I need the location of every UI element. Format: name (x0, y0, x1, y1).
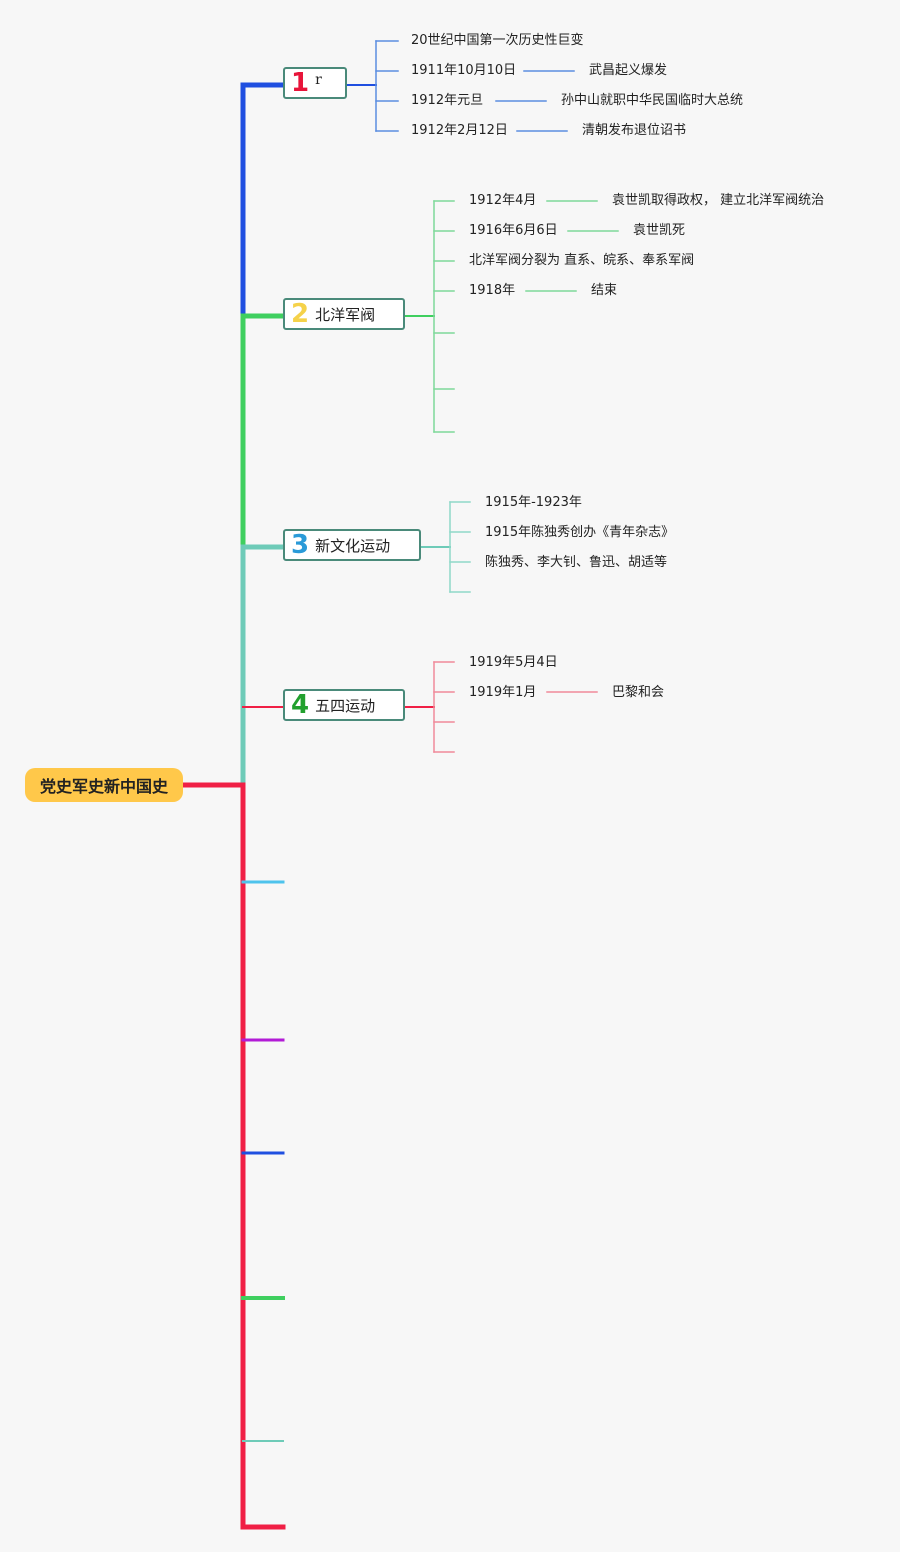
topic-1-leaf-4-detail[interactable]: 清朝发布退位诏书 (582, 123, 687, 138)
topic-4-leaf-2-date[interactable]: 1919年1月 (469, 685, 537, 700)
topic-3-label: 新文化运动 (315, 536, 391, 555)
topic-1-leaf-3-detail[interactable]: 孙中山就职中华民国临时大总统 (561, 93, 744, 108)
topic-1-leaf-3-date[interactable]: 1912年元旦 (411, 93, 484, 108)
topic-4-node[interactable]: 4 五四运动 (283, 689, 405, 721)
topic-3-node[interactable]: 3 新文化运动 (283, 529, 421, 561)
topic-2-node[interactable]: 2 北洋军阀 (283, 298, 405, 330)
topic-1-leaf-2-date[interactable]: 1911年10月10日 (411, 63, 517, 78)
topic-2-leaf-4-date[interactable]: 1918年 (469, 283, 516, 298)
topic-2-leaf-1-detail[interactable]: 袁世凯取得政权， 建立北洋军阀统治 (612, 193, 825, 208)
topic-3-leaf-3-date[interactable]: 陈独秀、李大钊、鲁迅、胡适等 (485, 555, 668, 570)
topic-2-leaf-2-date[interactable]: 1916年6月6日 (469, 223, 558, 238)
topic-1-leaf-1-date[interactable]: 20世纪中国第一次历史性巨变 (411, 33, 584, 48)
topic-1-label: r (315, 72, 322, 88)
topic-1-leaf-4-date[interactable]: 1912年2月12日 (411, 123, 508, 138)
topic-2-leaf-3-date[interactable]: 北洋军阀分裂为 直系、皖系、奉系军阀 (469, 253, 695, 268)
topic-1-node[interactable]: 1 r (283, 67, 347, 99)
topic-2-leaf-1-date[interactable]: 1912年4月 (469, 193, 537, 208)
topic-1-leaf-2-detail[interactable]: 武昌起义爆发 (589, 63, 668, 78)
root-label: 党史军史新中国史 (39, 777, 168, 796)
topic-4-number: 4 (291, 690, 310, 720)
topic-1-number: 1 (291, 68, 310, 98)
topic-2-leaf-4-detail[interactable]: 结束 (591, 283, 618, 298)
topic-3-number: 3 (291, 530, 310, 560)
topic-2-label: 北洋军阀 (315, 305, 376, 324)
topic-4-label: 五四运动 (315, 696, 376, 715)
topic-2-number: 2 (291, 299, 310, 329)
topic-3-leaf-2-date[interactable]: 1915年陈独秀创办《青年杂志》 (485, 525, 675, 540)
topic-2-leaf-2-detail[interactable]: 袁世凯死 (633, 223, 686, 238)
topic-4-leaf-1-date[interactable]: 1919年5月4日 (469, 655, 558, 670)
root-node[interactable]: 党史军史新中国史 (25, 768, 183, 802)
topic-4-leaf-2-detail[interactable]: 巴黎和会 (612, 685, 665, 700)
topic-3-leaf-1-date[interactable]: 1915年-1923年 (485, 495, 582, 510)
